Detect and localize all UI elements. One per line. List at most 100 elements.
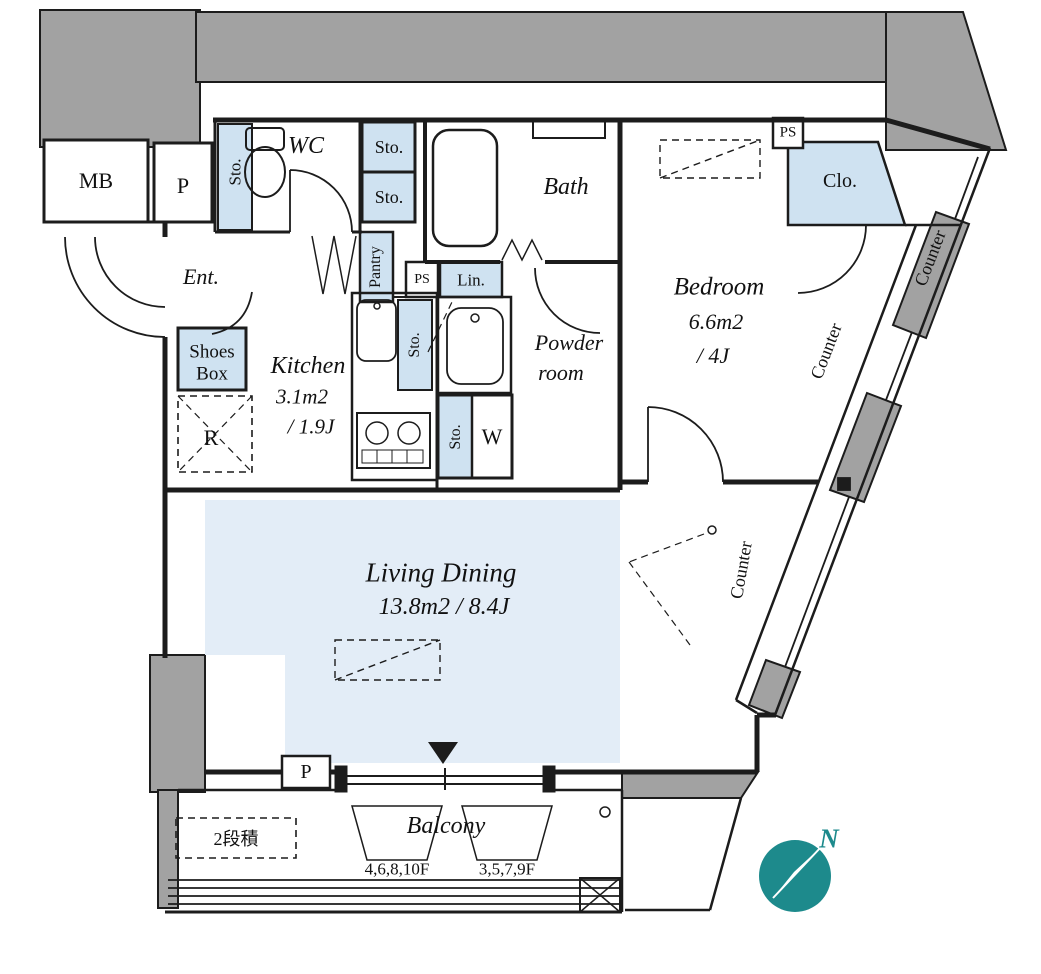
balcony-walls bbox=[178, 788, 624, 912]
wc-door-arc bbox=[289, 169, 353, 233]
refrigerator-space bbox=[177, 395, 253, 473]
pipe-balcony-label: P bbox=[300, 761, 312, 783]
pantry-label: Pantry bbox=[367, 246, 384, 288]
pantry-box bbox=[358, 230, 395, 304]
window-upper bbox=[954, 156, 979, 220]
bath-label: Bath bbox=[543, 174, 589, 200]
ps-top-label: PS bbox=[779, 124, 797, 141]
bedroom-label: Bedroom bbox=[673, 273, 765, 301]
kitchen-area-label: 3.1m2 bbox=[276, 384, 328, 409]
powder-room-label-2: room bbox=[538, 360, 584, 385]
kitchen-counter bbox=[350, 291, 439, 482]
window-middle bbox=[885, 331, 913, 401]
balcony-left-wall bbox=[157, 789, 179, 909]
washer-space bbox=[436, 393, 514, 480]
counter-dashed-lines bbox=[628, 533, 705, 646]
entry-direction-marker bbox=[428, 742, 458, 764]
slanted-facade bbox=[773, 147, 992, 716]
shoes-box bbox=[176, 326, 248, 392]
wc-storage-label: Sto. bbox=[225, 158, 245, 186]
window-mullion bbox=[837, 477, 851, 491]
hall-storage-upper-label: Sto. bbox=[374, 137, 404, 157]
structural-walls bbox=[39, 9, 1008, 909]
kitchen-tatami-label: / 1.9J bbox=[287, 414, 335, 439]
living-dining-label: Living Dining bbox=[365, 557, 517, 588]
living-dining-area-label: 13.8m2 / 8.4J bbox=[378, 594, 510, 620]
front-door-arc-inner bbox=[94, 236, 166, 308]
floors-right-label: 3,5,7,9F bbox=[478, 859, 536, 879]
kitchen-dashed-line bbox=[427, 301, 453, 353]
left-lower-pillar bbox=[149, 654, 206, 793]
facade-windows bbox=[784, 156, 979, 668]
north-label: N bbox=[819, 823, 839, 854]
bedroom-door-arc bbox=[647, 406, 724, 483]
pipe-shaft-top-label: P bbox=[176, 173, 190, 198]
balcony-label: Balcony bbox=[406, 813, 486, 839]
living-dashed-box bbox=[334, 639, 441, 681]
slant-column-b bbox=[828, 391, 903, 504]
slant-column-a bbox=[891, 210, 971, 340]
balcony-corner-box bbox=[579, 877, 621, 913]
balcony-drain bbox=[599, 806, 611, 818]
front-door-arc-outer bbox=[64, 236, 166, 338]
compass-needle-edge bbox=[772, 845, 823, 899]
entrance-step-curve bbox=[211, 291, 253, 335]
bath-window-shelf bbox=[532, 119, 606, 139]
neighbor-balcony-edge bbox=[625, 797, 743, 912]
counter-end-circle bbox=[707, 525, 717, 535]
balcony-panel-right bbox=[461, 805, 553, 861]
toilet bbox=[244, 127, 286, 198]
slant-column-c bbox=[747, 658, 802, 720]
pipe-balcony-box bbox=[280, 754, 332, 790]
north-wall bbox=[213, 117, 991, 152]
fixtures bbox=[211, 127, 514, 482]
balcony-hatch-lines bbox=[168, 879, 620, 905]
compass-icon bbox=[759, 840, 831, 912]
bedroom-area-label: 6.6m2 bbox=[688, 309, 744, 334]
living-floor-highlight bbox=[205, 500, 620, 763]
doors bbox=[64, 169, 867, 483]
stacked-note-label: 2段積 bbox=[213, 829, 259, 849]
closet-label: Clo. bbox=[823, 170, 857, 192]
pipe-shaft-room bbox=[152, 141, 214, 224]
powder-room-label-1: Powder bbox=[534, 330, 604, 355]
kitchen-storage-label: Sto. bbox=[406, 332, 423, 358]
wc-walls bbox=[213, 120, 362, 234]
shoes-box-label-1: Shoes bbox=[189, 341, 235, 363]
stove bbox=[356, 412, 431, 469]
ps-hall-label: PS bbox=[414, 272, 430, 287]
kitchen-storage-box bbox=[397, 299, 433, 391]
top-right-pillar bbox=[885, 11, 1008, 151]
bedroom-dashed-box bbox=[659, 139, 761, 179]
linen-label: Lin. bbox=[457, 270, 485, 290]
bedroom-tatami-label: / 4J bbox=[696, 343, 730, 368]
powder-door-arc bbox=[534, 267, 601, 334]
balcony-door bbox=[334, 765, 556, 793]
top-wall-band bbox=[195, 11, 889, 83]
mb-label: MB bbox=[78, 168, 114, 193]
kitchen-label: Kitchen bbox=[270, 353, 346, 379]
closet-door-arc bbox=[797, 224, 867, 294]
bottom-right-pillar bbox=[621, 771, 760, 799]
living-south-wall bbox=[205, 712, 776, 775]
counter-edge bbox=[734, 223, 961, 715]
hall-storage-lower-box bbox=[360, 170, 417, 224]
vanity-sink bbox=[436, 295, 513, 395]
window-lower bbox=[784, 496, 850, 668]
laundry-storage-label: Sto. bbox=[447, 424, 464, 450]
entrance-label: Ent. bbox=[182, 264, 220, 289]
hall-storage-lower-label: Sto. bbox=[374, 187, 404, 207]
shoes-box-label-2: Box bbox=[196, 363, 228, 385]
refrigerator-label: R bbox=[203, 425, 219, 450]
bath-walls bbox=[423, 120, 620, 264]
bathtub bbox=[431, 128, 499, 248]
wc-label: WC bbox=[288, 133, 324, 159]
bath-folding-door bbox=[501, 238, 543, 262]
kitchen-sink bbox=[356, 299, 397, 362]
washer-label: W bbox=[481, 424, 503, 449]
floors-left-label: 4,6,8,10F bbox=[364, 859, 430, 879]
dashed-annotations bbox=[175, 139, 761, 859]
balcony-panel-left bbox=[351, 805, 443, 861]
